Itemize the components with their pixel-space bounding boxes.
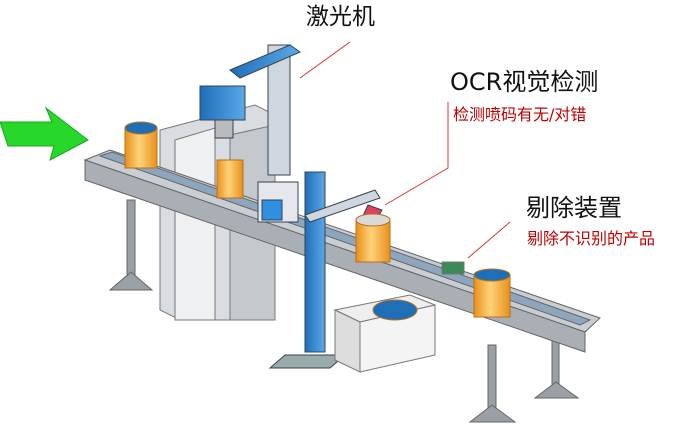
leader-lines [299,41,511,259]
green-arrow-icon [0,106,89,161]
ocr-sublabel: 检测喷码有无/对错 [453,105,587,124]
laser-label: 激光机 [306,4,375,30]
reject-label: 剔除装置 [526,194,622,222]
products [124,121,511,321]
laser-head [199,44,302,176]
ocr-label: OCR视觉检测 [450,68,599,96]
camera-tower [257,171,383,369]
reject-sublabel: 剔除不识别的产品 [527,229,656,248]
